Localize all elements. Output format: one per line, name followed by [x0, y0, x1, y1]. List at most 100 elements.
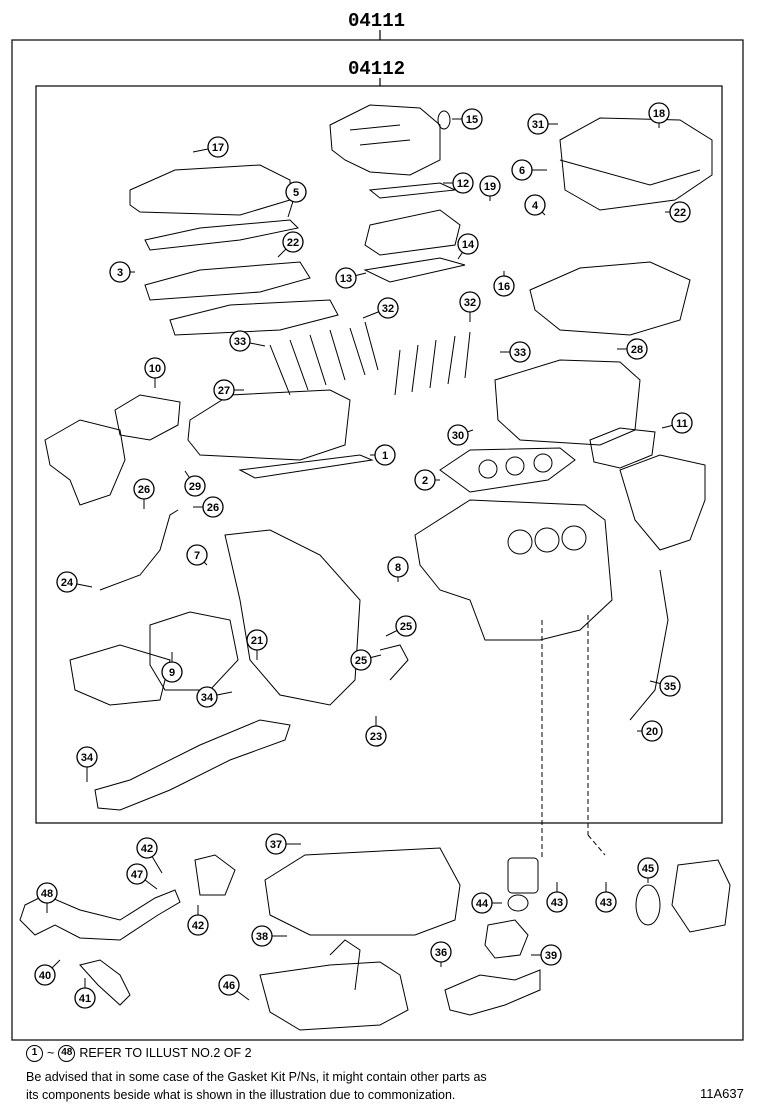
callout-layer: 1234567891011121314151617181920212222232…	[34, 102, 693, 1009]
callout-circle	[457, 233, 479, 255]
callout-number: 35	[664, 681, 676, 693]
callout-circle	[285, 181, 307, 203]
callout-circle	[365, 725, 387, 747]
callout-24: 24	[56, 571, 93, 593]
callout-circle	[36, 882, 58, 904]
callout-12: 12	[443, 172, 474, 194]
callout-32: 32	[362, 297, 399, 319]
callout-19: 19	[479, 175, 501, 201]
callout-46: 46	[218, 974, 250, 1001]
illustration-code: 11A637	[700, 1086, 744, 1101]
callout-number: 29	[189, 481, 201, 493]
callout-circle	[133, 478, 155, 500]
callout-9: 9	[161, 652, 183, 683]
callout-number: 32	[382, 303, 394, 315]
advisory-line-2: its components beside what is shown in t…	[26, 1088, 456, 1102]
callout-number: 25	[355, 655, 367, 667]
callout-circle	[595, 891, 617, 913]
callout-number: 31	[532, 119, 544, 131]
callout-2: 2	[414, 469, 440, 491]
callout-circle	[229, 330, 251, 352]
callout-circle	[671, 412, 693, 434]
callout-15: 15	[452, 108, 483, 130]
callout-circle	[196, 686, 218, 708]
callout-42: 42	[136, 837, 163, 874]
callout-circle	[246, 629, 268, 651]
callout-number: 33	[514, 347, 526, 359]
callout-number: 40	[39, 970, 51, 982]
callout-14: 14	[457, 233, 479, 260]
callout-circle	[218, 974, 240, 996]
callout-number: 38	[256, 931, 268, 943]
callout-number: 1	[382, 450, 388, 462]
callout-10: 10	[144, 357, 166, 388]
callout-5: 5	[285, 181, 307, 218]
callout-circle	[461, 108, 483, 130]
callout-35: 35	[649, 675, 681, 697]
callout-33: 33	[500, 341, 531, 363]
callout-number: 44	[476, 898, 489, 910]
callout-circle	[335, 267, 357, 289]
callout-circle	[161, 661, 183, 683]
callout-39: 39	[531, 944, 562, 966]
callout-number: 19	[484, 181, 496, 193]
callout-26: 26	[193, 496, 224, 518]
callout-number: 48	[41, 888, 53, 900]
callout-circle	[637, 857, 659, 879]
callout-circle	[126, 863, 148, 885]
callout-number: 42	[192, 920, 204, 932]
callout-number: 6	[519, 165, 525, 177]
callout-circle	[76, 746, 98, 768]
callout-circle	[459, 291, 481, 313]
callout-25: 25	[385, 615, 417, 637]
callout-number: 22	[674, 207, 686, 219]
callout-number: 17	[212, 142, 224, 154]
callout-circle	[479, 175, 501, 197]
callout-circle	[377, 297, 399, 319]
callout-18: 18	[648, 102, 670, 128]
callout-34: 34	[76, 746, 98, 782]
callout-30: 30	[447, 424, 474, 446]
callout-13: 13	[335, 267, 367, 289]
callout-number: 15	[466, 114, 478, 126]
callout-17: 17	[192, 136, 229, 158]
callout-23: 23	[365, 716, 387, 747]
callout-42: 42	[187, 905, 209, 936]
callout-number: 28	[631, 344, 643, 356]
callout-number: 21	[251, 635, 263, 647]
callout-circle	[452, 172, 474, 194]
callout-circle	[669, 201, 691, 223]
callout-number: 14	[462, 239, 475, 251]
range-start-badge: 1	[26, 1044, 43, 1062]
callout-circle	[74, 987, 96, 1009]
inner-kit-frame	[35, 85, 723, 824]
callout-circle	[213, 379, 235, 401]
callout-33: 33	[229, 330, 266, 352]
callout-number: 34	[201, 692, 214, 704]
callout-31: 31	[527, 113, 558, 135]
callout-number: 25	[400, 621, 412, 633]
callout-number: 8	[395, 562, 401, 574]
range-separator: ~	[47, 1046, 55, 1060]
callout-circle	[144, 357, 166, 379]
callout-7: 7	[186, 544, 208, 566]
callout-38: 38	[251, 925, 287, 947]
reference-note: 1 ~ 48 REFER TO ILLUST NO.2 OF 2	[26, 1044, 252, 1062]
callout-41: 41	[74, 978, 96, 1009]
callout-circle	[509, 341, 531, 363]
callout-circle	[493, 275, 515, 297]
callout-circle	[641, 720, 663, 742]
callout-circle	[414, 469, 436, 491]
callout-34: 34	[196, 686, 233, 708]
callout-circle	[251, 925, 273, 947]
callout-circle	[430, 941, 452, 963]
callout-circle	[659, 675, 681, 697]
callout-circle	[511, 159, 533, 181]
callout-45: 45	[637, 857, 659, 883]
part-outlines	[19, 104, 731, 1031]
callout-circle	[527, 113, 549, 135]
callout-circle	[447, 424, 469, 446]
callout-47: 47	[126, 863, 158, 890]
callout-number: 43	[600, 897, 612, 909]
callout-circle	[387, 556, 409, 578]
